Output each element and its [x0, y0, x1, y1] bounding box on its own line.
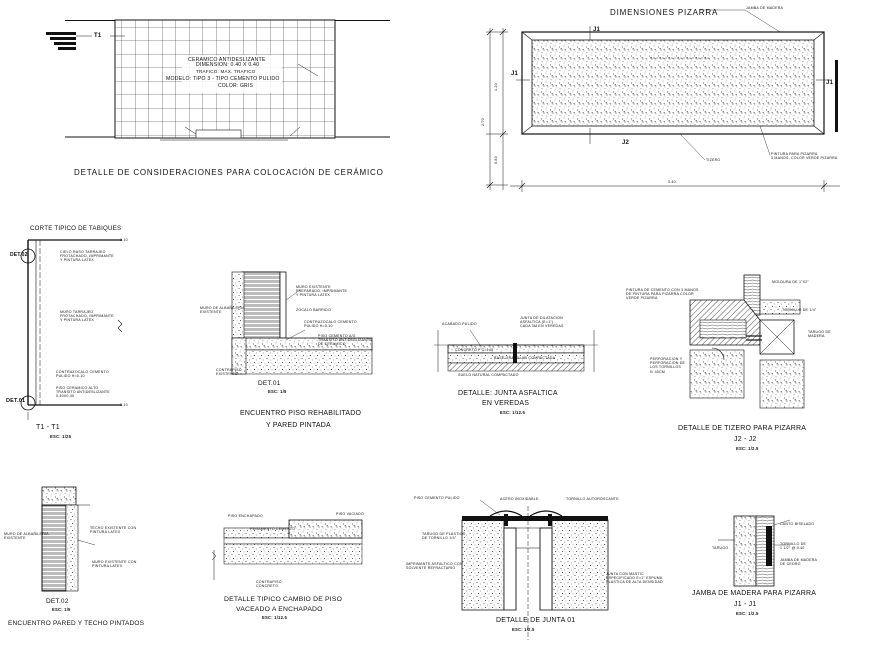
junta-title-2: EN VEREDAS [482, 400, 530, 407]
det02-label: DET.02 [46, 598, 69, 605]
cambio-scale: ESC: 1/12.5 [262, 615, 288, 620]
jamba-title: JAMBA DE MADERA PARA PIZARRA [692, 590, 817, 597]
det02-scale: ESC: 1/5 [52, 607, 71, 612]
cambio-note-vaciado: PISO VACIADO [336, 512, 364, 516]
jamba-note-tarugo: TARUGO [712, 546, 729, 550]
cambio-note-contrapiso: CONTRAPISO CONCRETO [256, 580, 282, 589]
tabiques-section [20, 239, 123, 420]
ceramic-spec-2: DIMENSION: 0.40 x 0.40 [196, 62, 260, 68]
junta-scale: ESC: 1/12.5 [500, 410, 526, 415]
det01-note-floor: PISO CEMENTO A/G TRANSITO ANTIDESLIZANTE… [318, 334, 372, 347]
pizarra-dimensions [486, 9, 840, 192]
pizarra-j2: J2 [622, 140, 630, 146]
tabiques-det01-tag: DET.01 [6, 398, 26, 404]
cambio-note-pegamento: PEGAMENTO CEMENTO [250, 527, 296, 531]
ceramic-spec-5: COLOR: GRIS [218, 83, 253, 89]
det02-title: ENCUENTRO PARED Y TECHO PINTADOS [8, 620, 145, 627]
det02-drawing [41, 486, 96, 592]
jamba-note-tornillo: TORNILLO DE 1 1/2" @ 0.40 [780, 542, 807, 551]
pizarra-dim-v3: 0.80 [493, 156, 498, 164]
junta01-note-piso: PISO CEMENTO PULIDO [414, 496, 460, 500]
tizero-note-tornillo: TORNILLO DE 1/4" [782, 308, 817, 312]
det02-note-ceiling: TECHO EXISTENTE CON PINTURA LATEX [90, 526, 137, 535]
tizero-note-tarugo: TARUGO DE MADERA [808, 330, 831, 339]
pizarra-j1-left: J1 [511, 71, 519, 77]
junta01-note-tornillo: Tornillo autoroscante [566, 497, 619, 501]
cambio-piso-drawing [211, 519, 363, 580]
tabiques-note-floor: PISO CERAMICO ALTO TRANSITO ANTIDESLIZAN… [56, 386, 110, 399]
pizarra-dim-v2: 2.70 [480, 118, 485, 126]
junta01-drawing [461, 499, 609, 640]
junta01-title: DETALLE DE JUNTA 01 [496, 617, 576, 624]
tizero-note-moldura: MOLDURA DE 1"x2" [772, 280, 809, 284]
det01-drawing [231, 271, 373, 375]
det01-note-subfloor: CONTRAPISO EXISTENTE [216, 368, 242, 377]
junta-note-base: BASE GRANULAR COMPACTADA [494, 356, 556, 360]
ceramic-tag: T1 [94, 33, 102, 39]
junta-title-1: DETALLE: JUNTA ASFALTICA [458, 390, 558, 397]
det01-note-masonry: MURO DE ALBAÑILERIA EXISTENTE [200, 306, 245, 315]
ceramic-detail-title: DETALLE DE CONSIDERACIONES PARA COLOCACI… [74, 168, 384, 177]
tabiques-level-bottom: 0.10 [120, 403, 128, 407]
jamba-section: J1 - J1 [734, 601, 757, 608]
junta01-note-tarugo: Tarugo de plastico de tornillo 1/4" [422, 532, 466, 541]
tabiques-title: CORTE TIPICO DE TABIQUES [30, 225, 122, 232]
det02-note-masonry: MURO DE ALBAÑILERIA EXISTENTE [4, 532, 49, 541]
junta01-scale: ESC: 1/2.5 [512, 627, 535, 632]
jamba-scale: ESC: 1/2.5 [736, 611, 759, 616]
tabiques-level-top: 3.10 [120, 238, 128, 242]
jamba-note-jamba: JAMBA DE MADERA DE CEDRO [780, 558, 818, 567]
tizero-note-perforacion: PERFORACION Y PERFORACION DE LOS TORNILL… [650, 357, 686, 374]
junta-note-soil: SUELO NATURAL COMPACTADO [458, 373, 519, 377]
det01-title-2: Y PARED PINTADA [266, 422, 331, 429]
pizarra-tizero-label: TIZERO [706, 158, 721, 162]
det02-note-wall: MURO EXISTENTE CON PINTURA LATEX [92, 560, 137, 569]
tabiques-note-wall: MURO TARRAJEO FROTACHADO, IMPRIMANTE Y P… [60, 310, 114, 323]
junta01-note-imprimante: Imprimante asfaltico con solvente refrac… [406, 562, 463, 571]
junta-note-dilatacion: JUNTA DE DILATACION ASFALTICA (E=1") CAD… [520, 316, 564, 329]
det01-label: DET.01 [258, 380, 281, 387]
junta01-note-acero: Acero inoxidable [500, 497, 539, 501]
tabiques-scale: ESC: 1/25 [50, 434, 72, 439]
ceramic-spec-3: TRAFICO: MAX. TRAFICO [196, 69, 256, 74]
junta01-note-mastic: JUNTA CON MASTIC ESPECIFICADO E=1" ESPUM… [606, 572, 663, 585]
pizarra-dim-h: 3.40 [668, 180, 676, 184]
tizero-title: DETALLE DE TIZERO PARA PIZARRA [678, 425, 807, 432]
pizarra-j1-right: J1 [826, 80, 834, 86]
pizarra-paint-label: PINTURA PARA PIZARRA 3 MANOS, COLOR VERD… [771, 152, 838, 161]
ceramic-spec-1: CERAMICO ANTIDESLIZANTE [188, 57, 266, 63]
pizarra-title: DIMENSIONES PIZARRA [610, 8, 719, 17]
det01-scale: ESC: 1/5 [268, 389, 287, 394]
det01-note-contrazocalo: CONTRAZOCALO CEMENTO PULIDO H=0.10 [304, 320, 357, 329]
tabiques-note-ceiling: CIELO RASO TARRAJEO FROTACHADO, IMPRIMAN… [60, 250, 114, 263]
det01-note-wall: MURO EXISTENTE PREPARADO, IMPRIMANTE Y P… [296, 285, 348, 298]
pizarra-jamba-label: JAMBA DE MADERA [746, 6, 784, 10]
cambio-title-2: VACEADO A ENCHAPADO [236, 606, 323, 613]
pizarra-j1-top: J1 [593, 27, 601, 33]
pizarra-dim-v1: 1.20 [493, 83, 498, 91]
ceramic-spec-4: MODELO: TIPO 3 - TIPO CEMENTO PULIDO [166, 76, 280, 82]
det01-note-zocalo: ZOCALO BARRIDO [296, 308, 331, 312]
tabiques-section: T1 - T1 [36, 424, 60, 431]
stair-symbol [46, 32, 92, 50]
junta-asfaltica-drawing [434, 329, 598, 372]
tizero-section: J2 - J2 [734, 436, 757, 443]
tizero-scale: ESC: 1/2.5 [736, 446, 759, 451]
tizero-note-paint: PINTURA DE CEMENTO CON 3 MANOS DE PINTUR… [626, 288, 699, 301]
cambio-note-enchapado: PISO ENCHAPADO [228, 514, 263, 518]
ceramic-detail [46, 19, 390, 141]
junta-note-pulido: ACABADO PULIDO [442, 322, 477, 326]
tizero-drawing [689, 274, 805, 409]
det01-title-1: ENCUENTRO PISO REHABILITADO [240, 410, 362, 417]
tabiques-det02-tag: DET.02 [10, 252, 28, 258]
jamba-drawing [718, 515, 791, 587]
junta-note-concrete: CONCRETO F'C=140 [455, 348, 494, 352]
jamba-note-canto: CANTO BISELADO [780, 522, 815, 526]
tabiques-note-contrazocalo: CONTRAZOCALO CEMENTO PULIDO H=0.10 [56, 370, 109, 379]
cambio-title-1: DETALLE TIPICO CAMBIO DE PISO [224, 596, 343, 603]
